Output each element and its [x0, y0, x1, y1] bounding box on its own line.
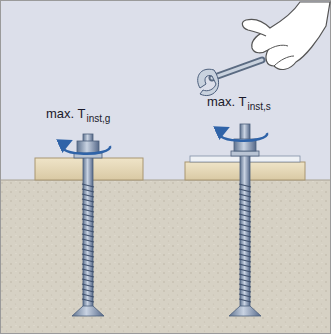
torque-symbol: max. T — [46, 106, 86, 121]
hand-with-wrench — [198, 2, 330, 96]
torque-subscript: inst,s — [248, 101, 271, 112]
torque-label: max. Tinst,g — [46, 106, 110, 122]
torque-subscript: inst,g — [87, 113, 111, 124]
concrete — [0, 180, 331, 334]
background — [0, 0, 331, 180]
torque-symbol: max. T — [207, 94, 247, 109]
torque-label: max. Tinst,s — [207, 94, 271, 110]
anchor-right — [185, 124, 305, 316]
anchor-left — [35, 134, 143, 316]
